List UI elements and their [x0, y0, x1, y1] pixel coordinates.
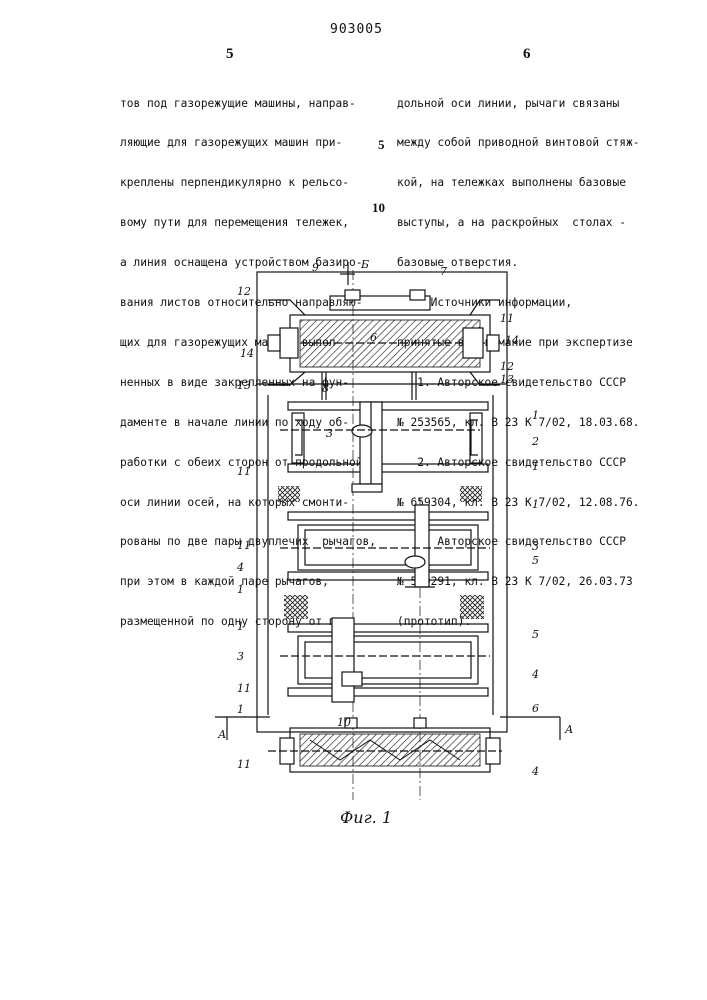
label-1: 1	[532, 460, 539, 473]
label-13: 13	[237, 379, 251, 392]
label-8: 8	[322, 382, 329, 395]
label-3: 3	[326, 427, 333, 440]
label-9: 9	[312, 261, 319, 274]
label-12: 12	[500, 360, 514, 373]
label-3: 3	[532, 540, 539, 553]
label-6: 6	[370, 331, 377, 344]
label-14: 14	[505, 334, 519, 347]
label-12: 12	[237, 285, 251, 298]
label-3: 3	[237, 650, 244, 663]
label-1: 1	[532, 498, 539, 511]
label-11: 11	[237, 758, 251, 771]
label-11: 11	[237, 539, 251, 552]
label-4: 4	[531, 765, 539, 778]
label-1: 1	[532, 409, 539, 422]
label-1: 1	[237, 583, 244, 596]
label-11: 11	[237, 465, 251, 478]
label-4: 4	[531, 668, 539, 681]
label-1: 1	[237, 703, 244, 716]
label-6: 6	[532, 702, 539, 715]
label-11: 11	[237, 682, 251, 695]
label-10: 10	[337, 716, 351, 729]
figure-caption: Фиг. 1	[340, 808, 392, 827]
label-a: А	[564, 723, 573, 736]
label-1: 1	[237, 620, 244, 633]
label-5: 5	[532, 628, 539, 641]
label-b: Б	[360, 258, 369, 271]
label-4: 4	[236, 561, 244, 574]
label-a: А	[217, 728, 226, 741]
label-2: 2	[531, 435, 539, 448]
label-14: 14	[240, 347, 254, 360]
label-7: 7	[440, 265, 447, 278]
label-11: 11	[500, 312, 514, 325]
label-5: 5	[532, 554, 539, 567]
label-13: 13	[500, 373, 514, 386]
